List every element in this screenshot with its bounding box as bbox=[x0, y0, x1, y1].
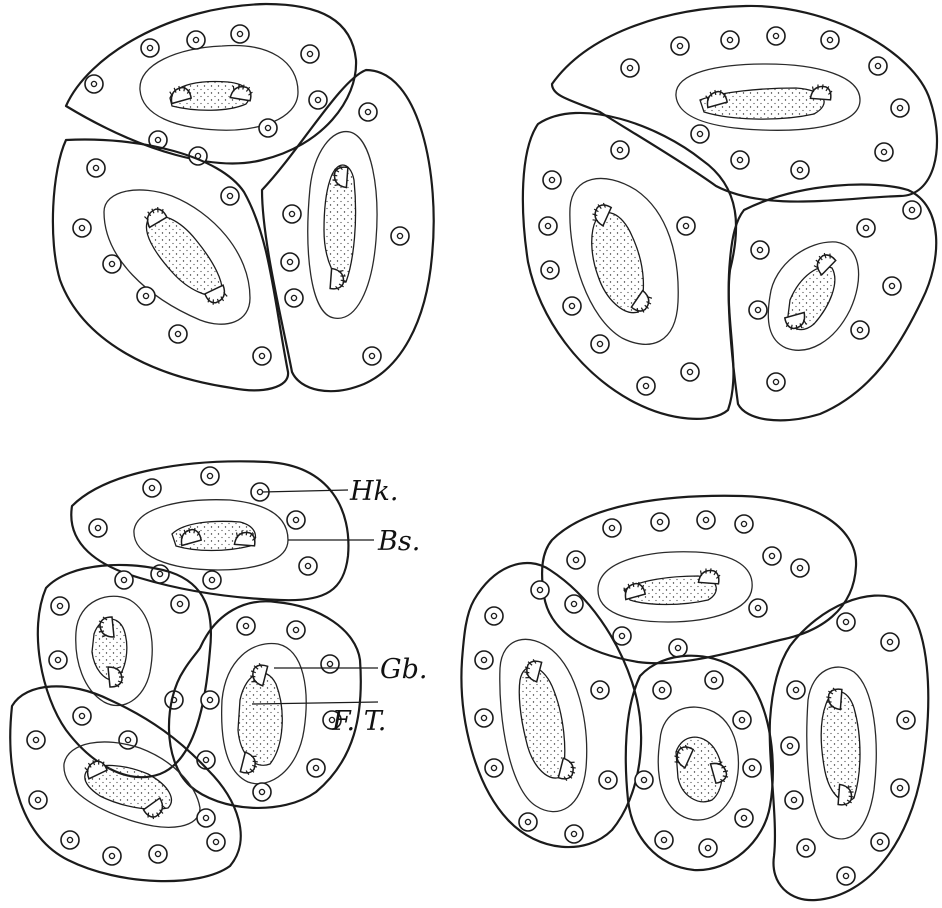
cyst-br-left bbox=[460, 561, 643, 849]
label-ft: F. T. bbox=[331, 706, 386, 737]
cyst-tr-right bbox=[727, 183, 938, 422]
cyst-tr-top bbox=[550, 4, 938, 203]
cyst-tl-right bbox=[260, 68, 435, 393]
cyst-bl-top bbox=[70, 460, 350, 602]
leader-ft bbox=[251, 701, 379, 705]
cyst-br-middle bbox=[624, 654, 774, 872]
cluster-bottom-right bbox=[460, 494, 930, 902]
label-gb: Gb. bbox=[380, 654, 427, 685]
cyst-br-right bbox=[768, 594, 930, 902]
cyst-bl-bottom bbox=[9, 685, 242, 883]
label-bs: Bs. bbox=[377, 526, 420, 557]
cyst-br-top bbox=[541, 494, 858, 665]
labels: Hk. Bs. Gb. F. T. bbox=[251, 476, 427, 737]
cyst-bl-right bbox=[167, 600, 362, 809]
cyst-bl-left bbox=[36, 563, 212, 779]
leader-hk bbox=[261, 489, 349, 493]
cluster-bottom-left bbox=[9, 460, 362, 883]
label-hk: Hk. bbox=[349, 476, 399, 507]
cluster-top-left bbox=[51, 2, 435, 393]
cyst-tr-left bbox=[521, 111, 738, 420]
cluster-top-right bbox=[521, 4, 938, 422]
cyst-tl-left bbox=[51, 138, 290, 392]
